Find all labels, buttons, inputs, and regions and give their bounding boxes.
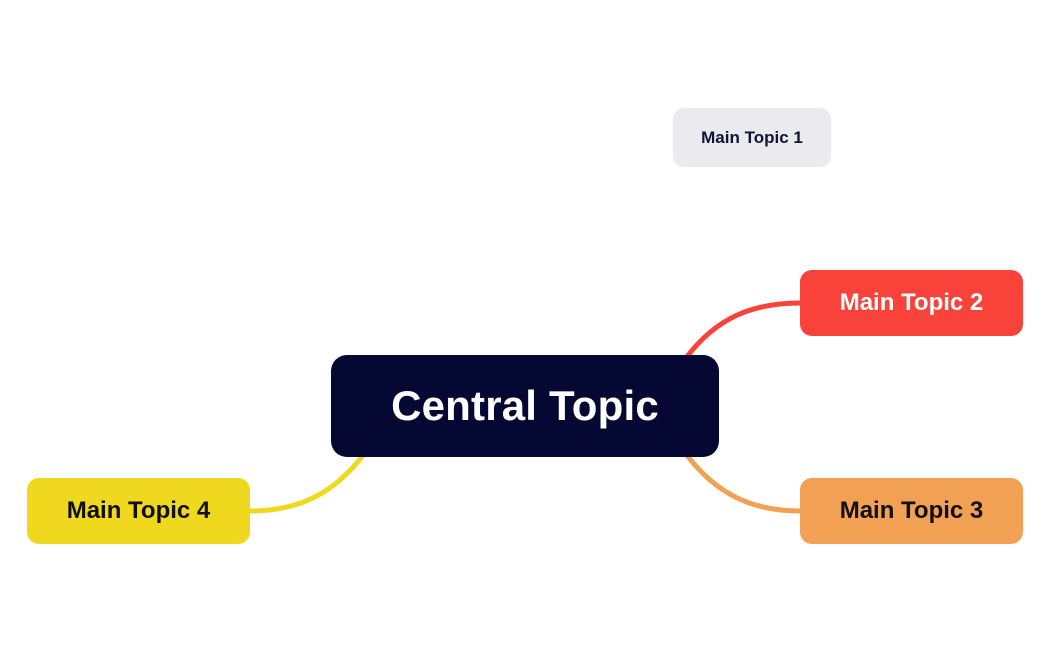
central-topic-label: Central Topic [391, 382, 659, 429]
main-topic-3-node[interactable]: Main Topic 3 [800, 478, 1023, 544]
main-topic-4-node[interactable]: Main Topic 4 [27, 478, 250, 544]
connector-central-to-topic-3 [683, 451, 803, 514]
main-topic-1-node[interactable]: Main Topic 1 [673, 108, 831, 167]
main-topic-2-label: Main Topic 2 [839, 289, 984, 316]
central-topic-node[interactable]: Central Topic [331, 355, 719, 457]
main-topic-1-label: Main Topic 1 [701, 128, 803, 147]
main-topic-4-label: Main Topic 4 [66, 497, 211, 524]
main-topic-2-node[interactable]: Main Topic 2 [800, 270, 1023, 336]
main-topic-3-label: Main Topic 3 [839, 497, 984, 524]
connector-central-to-topic-4 [247, 451, 367, 514]
connector-central-to-topic-2 [683, 300, 803, 361]
